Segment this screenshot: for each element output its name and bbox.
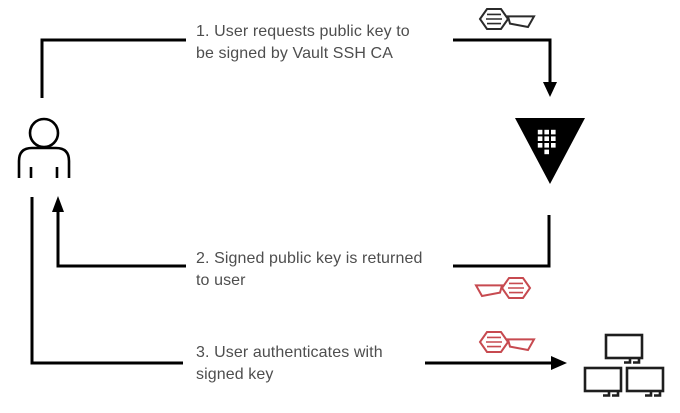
arrow-1-left-segment	[40, 38, 186, 98]
step-3-line-2: signed key	[196, 366, 274, 383]
monitor-icon-bottom-left	[583, 366, 623, 397]
arrow-3-left-segment	[30, 197, 183, 365]
arrow-1-arrowhead-down	[543, 82, 557, 97]
arrow-2-right-segment	[453, 215, 551, 268]
request-key-icon	[479, 8, 535, 30]
auth-key-icon	[479, 331, 535, 353]
vault-logo-icon	[515, 118, 585, 184]
step-1-line-1: 1. User requests public key to	[196, 23, 410, 40]
arrow-2-left-segment	[56, 212, 186, 268]
step-2-line-1: 2. Signed public key is returned	[196, 250, 423, 267]
person-icon	[17, 117, 71, 178]
step-3-label: 3. User authenticates with signed key	[196, 342, 383, 386]
arrow-2-arrowhead-up	[52, 196, 64, 212]
step-3-line-1: 3. User authenticates with	[196, 344, 383, 361]
host-monitors-icon	[583, 333, 665, 397]
arrow-1-right-segment	[453, 38, 552, 84]
step-1-line-2: be signed by Vault SSH CA	[196, 45, 393, 62]
return-key-icon	[475, 277, 531, 299]
step-2-label: 2. Signed public key is returned to user	[196, 248, 422, 292]
step-1-label: 1. User requests public key to be signed…	[196, 21, 410, 65]
arrow-3-arrowhead-right	[551, 356, 567, 370]
step-2-line-2: to user	[196, 272, 246, 289]
monitor-icon-bottom-right	[625, 366, 665, 397]
monitor-icon-top	[604, 333, 644, 364]
